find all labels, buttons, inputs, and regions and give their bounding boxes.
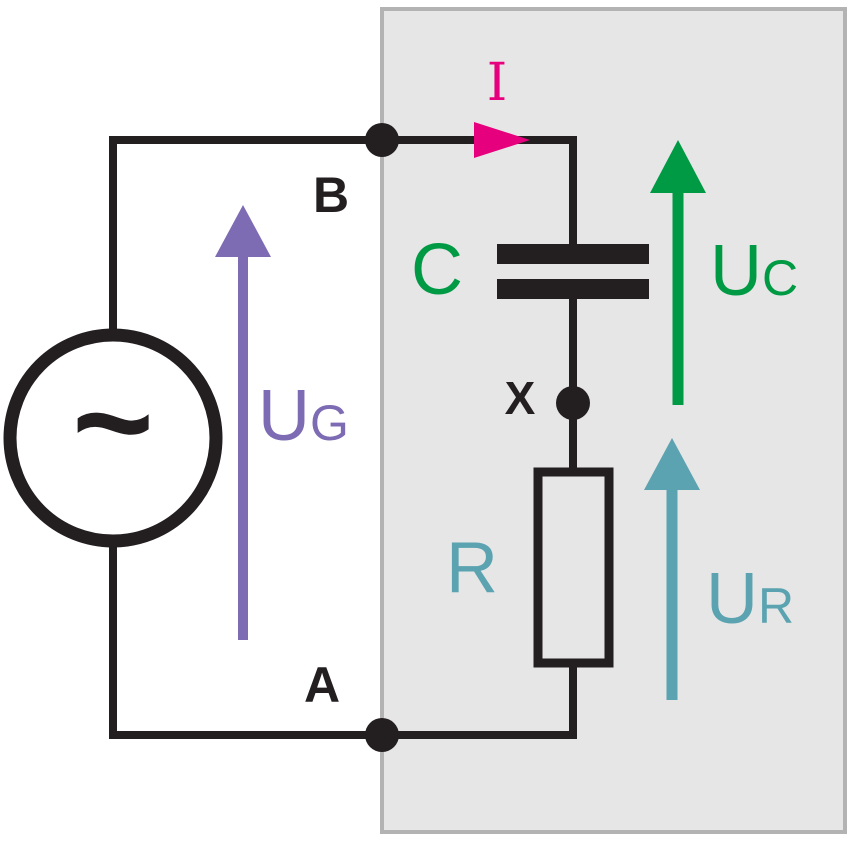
node-b-dot — [365, 123, 399, 157]
current-arrow-icon — [474, 122, 530, 158]
uc-label-sub: C — [762, 250, 798, 306]
resistor-icon — [533, 467, 614, 668]
ug-label-sub: G — [310, 395, 349, 451]
ur-arrow-head-icon — [644, 438, 700, 490]
current-label: I — [487, 53, 508, 113]
ac-source-icon — [3, 328, 223, 548]
ur-label-sub: R — [758, 578, 794, 634]
circuit-wires — [109, 136, 577, 739]
uc-label: UC — [710, 231, 798, 311]
top-wire — [109, 136, 577, 335]
resistor-label: R — [446, 528, 498, 608]
uc-arrow-head-icon — [650, 140, 706, 193]
capacitor-plate-bottom — [497, 279, 649, 299]
capacitor-label: C — [411, 230, 463, 310]
node-a-dot — [365, 718, 399, 752]
ur-label: UR — [706, 559, 794, 639]
bottom-wire — [109, 540, 577, 739]
uc-label-main: U — [710, 231, 762, 311]
node-b-label: B — [313, 167, 349, 223]
node-x-label: X — [505, 372, 536, 424]
ug-arrow-head-icon — [215, 205, 271, 257]
ur-label-main: U — [706, 559, 758, 639]
component-panel — [380, 7, 847, 834]
node-x-dot — [556, 386, 590, 420]
ug-label: UG — [258, 376, 349, 456]
ug-label-main: U — [258, 376, 310, 456]
node-a-label: A — [304, 657, 340, 713]
capacitor-plate-top — [497, 244, 649, 264]
ac-source-symbol: ~ — [72, 343, 154, 500]
